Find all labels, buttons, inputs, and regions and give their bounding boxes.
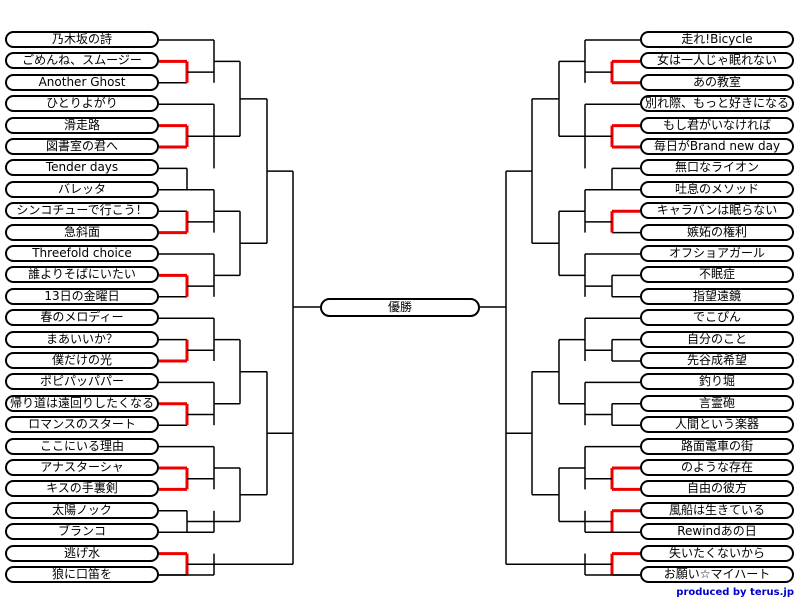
- left-entry: 誰よりそばにいたい: [5, 266, 159, 284]
- champion-box: 優勝: [320, 298, 480, 317]
- right-entry: でこぴん: [640, 309, 794, 327]
- right-entry: 吐息のメソッド: [640, 180, 794, 198]
- left-entry: シンコチューで行こう！: [5, 202, 159, 220]
- right-entry: 自由の彼方: [640, 480, 794, 498]
- left-entry: ロマンスのスタート: [5, 416, 159, 434]
- right-entry: 路面電車の街: [640, 437, 794, 455]
- left-entry: 急斜面: [5, 223, 159, 241]
- left-entry: Tender days: [5, 159, 159, 177]
- right-entry: あの教室: [640, 73, 794, 91]
- right-entry: Rewindあの日: [640, 523, 794, 541]
- right-entry: キャラバンは眠らない: [640, 202, 794, 220]
- left-entry: Threefold choice: [5, 245, 159, 262]
- right-entry: 釣り堀: [640, 373, 794, 391]
- right-entry: 先谷成希望: [640, 352, 794, 369]
- right-entry: 不眠症: [640, 266, 794, 284]
- left-entry: ごめんね、スムージー: [5, 52, 159, 70]
- left-entry: キスの手裏剣: [5, 480, 159, 498]
- right-entry: 言霊砲: [640, 394, 794, 412]
- left-entry: 乃木坂の詩: [5, 31, 159, 48]
- right-entry: 別れ際、もっと好きになる: [640, 95, 794, 113]
- right-entry: 人間という楽器: [640, 416, 794, 434]
- right-entry: 毎日がBrand new day: [640, 138, 794, 155]
- right-entry: 風船は生きている: [640, 501, 794, 519]
- right-entry: 指望遠鏡: [640, 287, 794, 305]
- left-entry: ここにいる理由: [5, 437, 159, 455]
- left-entry: ひとりよがり: [5, 95, 159, 113]
- credit-text[interactable]: produced by terus.jp: [676, 587, 794, 598]
- left-entry: バレッタ: [5, 180, 159, 198]
- left-entry: 滑走路: [5, 116, 159, 134]
- right-entry: 失いたくないから: [640, 544, 794, 562]
- left-entry: 13日の金曜日: [5, 287, 159, 305]
- left-entry: ポピパッパパー: [5, 373, 159, 391]
- right-entry: 走れ!Bicycle: [640, 31, 794, 48]
- left-entry: Another Ghost: [5, 73, 159, 91]
- right-entry: 無口なライオン: [640, 159, 794, 177]
- left-entry: アナスターシャ: [5, 459, 159, 476]
- left-entry: 帰り道は遠回りしたくなる: [5, 394, 159, 412]
- left-entry: 狼に口笛を: [5, 566, 159, 583]
- left-entry: ブランコ: [5, 523, 159, 541]
- right-entry: もし君がいなければ: [640, 116, 794, 134]
- left-entry: 逃げ水: [5, 544, 159, 562]
- left-entry: 春のメロディー: [5, 309, 159, 327]
- right-entry: お願い☆マイハート: [640, 566, 794, 583]
- right-entry: のような存在: [640, 459, 794, 476]
- right-entry: 自分のこと: [640, 330, 794, 348]
- right-entry: オフショアガール: [640, 245, 794, 262]
- left-entry: まあいいか？: [5, 330, 159, 348]
- left-entry: 太陽ノック: [5, 501, 159, 519]
- right-entry: 嫉妬の権利: [640, 223, 794, 241]
- right-entry: 女は一人じゃ眠れない: [640, 52, 794, 70]
- left-entry: 僕だけの光: [5, 352, 159, 369]
- left-entry: 図書室の君へ: [5, 138, 159, 155]
